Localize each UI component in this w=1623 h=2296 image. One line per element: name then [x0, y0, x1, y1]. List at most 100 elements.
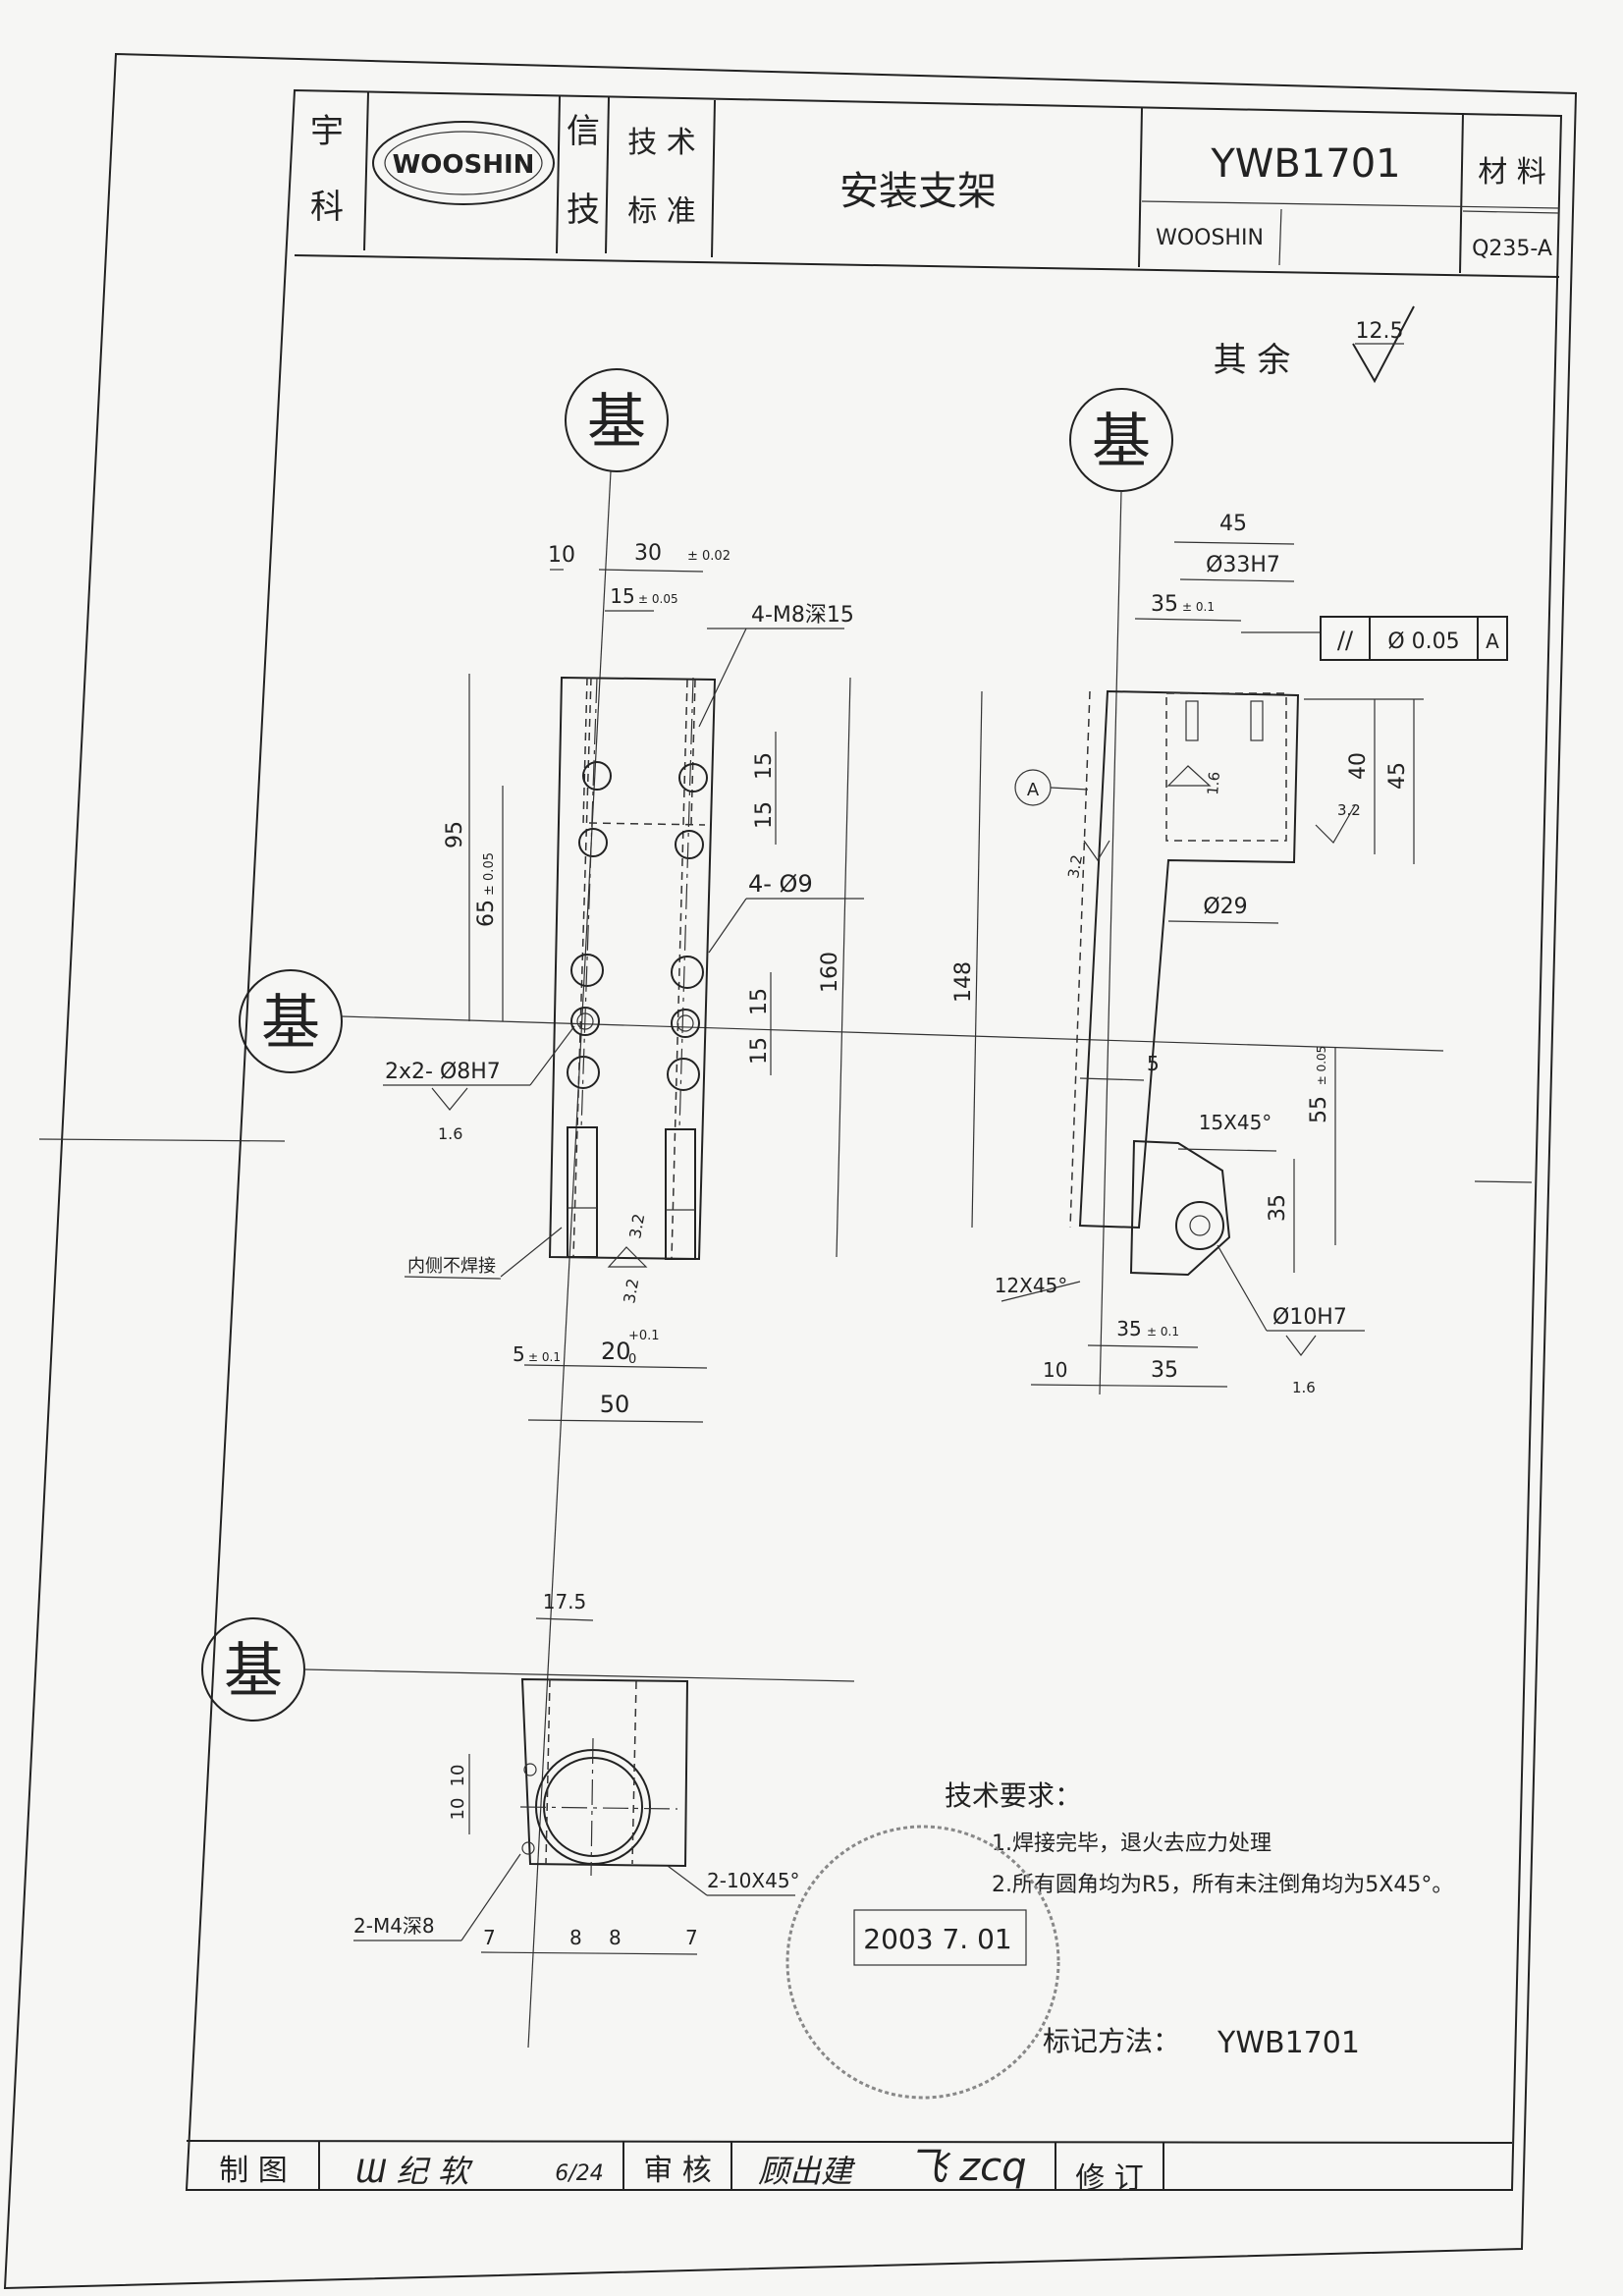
marking-value: YWB1701 — [1217, 2026, 1360, 2060]
material-label: 材 料 — [1478, 155, 1546, 190]
dim-top-7b: 7 — [685, 1926, 698, 1949]
dim-side-35: 35 — [1151, 592, 1178, 617]
roughness-label: 其 余 — [1214, 341, 1291, 380]
drawing-subtitle: WOOSHIN — [1156, 226, 1264, 250]
ra-front-32a: 3.2 — [625, 1212, 648, 1239]
dim-front-5-tol: ± 0.1 — [528, 1350, 561, 1364]
drawn-signature: Ɯ 纪 软 — [355, 2153, 474, 2190]
drawing-number: YWB1701 — [1210, 141, 1400, 187]
note-no-weld: 内侧不焊接 — [407, 1256, 496, 1277]
dim-side-chamfer2: 12X45° — [995, 1274, 1068, 1297]
dim-front-65-tol: ± 0.05 — [482, 852, 497, 896]
side-view: 45 Ø33H7 35 ± 0.1 // Ø 0.05 A A 40 45 1.… — [951, 512, 1508, 1396]
default-roughness: 其 余 12.5 — [1214, 305, 1415, 384]
requirement-1: 1.焊接完毕，退火去应力处理 — [992, 1831, 1271, 1856]
dim-side-b10: 10 — [1043, 1358, 1067, 1382]
dim-front-160: 160 — [818, 952, 842, 993]
stamp-date: 2003 7. 01 — [863, 1923, 1011, 1955]
feature-control-frame: // Ø 0.05 A — [1320, 616, 1508, 661]
dim-top-tap: 2-M4深8 — [353, 1914, 435, 1938]
dim-side-35-tol: ± 0.1 — [1182, 600, 1215, 614]
ra-side-16b: 1.6 — [1292, 1379, 1316, 1396]
dim-side-b35-tol: ± 0.1 — [1147, 1325, 1179, 1339]
datum-symbol-4: 基 — [201, 1617, 305, 1722]
dim-side-chamfer1: 15X45° — [1199, 1111, 1272, 1134]
approval-stamp: 2003 7. 01 — [785, 1825, 1060, 2100]
datum-char: 基 — [587, 388, 646, 457]
dim-side-40: 40 — [1346, 752, 1371, 780]
dim-front-50: 50 — [600, 1391, 630, 1418]
dim-front-20-lower: 0 — [628, 1352, 636, 1367]
dim-side-bore: Ø33H7 — [1206, 553, 1280, 577]
datum-a-label: A — [1027, 780, 1040, 800]
dim-side-45: 45 — [1219, 512, 1247, 536]
company-char-2: 科 — [310, 188, 344, 227]
dim-side-b35b: 35 — [1151, 1358, 1178, 1383]
dim-side-29: Ø29 — [1203, 895, 1247, 919]
dim-front-v15b: 15 — [752, 801, 777, 829]
dim-front-20: 20 — [601, 1338, 631, 1365]
dim-front-30-tol: ± 0.02 — [687, 549, 730, 564]
drawn-label: 制 图 — [219, 2154, 288, 2188]
company-char-1: 宇 — [310, 112, 344, 151]
dim-side-hole10: Ø10H7 — [1272, 1305, 1347, 1330]
fcf-symbol: // — [1337, 627, 1354, 654]
dim-front-v15a: 15 — [752, 752, 777, 780]
dim-top-10b: 10 — [448, 1798, 468, 1821]
dim-top-10a: 10 — [448, 1765, 468, 1787]
dim-front-30: 30 — [634, 541, 662, 566]
dim-front-holes: 4- Ø9 — [748, 870, 813, 898]
ra-side-16: 1.6 — [1204, 771, 1223, 795]
front-view: 10 30 ± 0.02 15 ± 0.05 4-M8深15 95 65 ± 0… — [383, 541, 864, 1423]
edge-mark-right — [1474, 1180, 1533, 1183]
datum-char: 基 — [1092, 408, 1151, 476]
title-block: 宇 科 WOOSHIN 信 技 技 术 标 准 安装支架 YWB1701 WOO… — [294, 91, 1560, 278]
dim-side-45v: 45 — [1385, 762, 1410, 790]
dim-front-15-tol: ± 0.05 — [638, 592, 678, 606]
dim-front-95: 95 — [443, 821, 467, 848]
revise-label: 修 订 — [1075, 2161, 1144, 2196]
approved-signature: 飞 zcq — [907, 2145, 1026, 2190]
dim-top-chamfer: 2-10X45° — [707, 1869, 800, 1892]
ra-front-32b: 3.2 — [620, 1277, 642, 1304]
dim-front-10: 10 — [548, 543, 575, 568]
dim-front-5: 5 — [513, 1342, 525, 1366]
company-char-3: 信 — [567, 112, 600, 151]
wooshin-logo — [372, 121, 555, 205]
dim-top-8a: 8 — [569, 1926, 582, 1949]
fcf-tolerance: Ø 0.05 — [1387, 629, 1459, 654]
inner-frame — [185, 88, 1563, 2191]
hole-row-1 — [567, 761, 708, 1091]
technical-requirements: 技术要求： 1.焊接完毕，退火去应力处理 2.所有圆角均为R5，所有未注倒角均为… — [945, 1779, 1453, 1897]
datum-line-side — [1099, 490, 1122, 1395]
datum-line-vertical — [527, 470, 612, 2049]
roughness-symbol — [1352, 305, 1415, 384]
datum-char: 基 — [261, 989, 320, 1058]
logo-text: WOOSHIN — [393, 150, 535, 180]
std-label-bottom: 标 准 — [627, 194, 696, 229]
dim-side-55-tol: ± 0.05 — [1315, 1046, 1328, 1086]
dim-side-b35: 35 — [1116, 1317, 1141, 1340]
dim-top-8b: 8 — [609, 1926, 622, 1949]
std-label-top: 技 术 — [627, 126, 696, 160]
marking-label: 标记方法： — [1043, 2025, 1180, 2057]
dim-side-5: 5 — [1147, 1052, 1160, 1075]
front-outline — [548, 676, 717, 1261]
drawn-date: 6/24 — [555, 2161, 603, 2186]
material-value: Q235-A — [1472, 237, 1552, 261]
dim-front-20-upper: +0.1 — [628, 1329, 660, 1343]
requirements-heading: 技术要求： — [945, 1779, 1082, 1812]
ra-side-32b: 3.2 — [1064, 853, 1086, 880]
roughness-value: 12.5 — [1356, 319, 1404, 344]
datum-symbol-2: 基 — [1069, 388, 1173, 492]
requirement-2: 2.所有圆角均为R5，所有未注倒角均为5X45°。 — [992, 1873, 1453, 1897]
top-outline — [520, 1677, 689, 1868]
dim-front-v15d: 15 — [747, 1037, 772, 1065]
ra-side-32a: 3.2 — [1337, 801, 1361, 819]
dim-top-17: 17.5 — [543, 1590, 587, 1613]
dim-front-15: 15 — [610, 584, 634, 608]
dim-side-55: 55 — [1307, 1096, 1331, 1123]
dim-side-148: 148 — [951, 961, 976, 1003]
